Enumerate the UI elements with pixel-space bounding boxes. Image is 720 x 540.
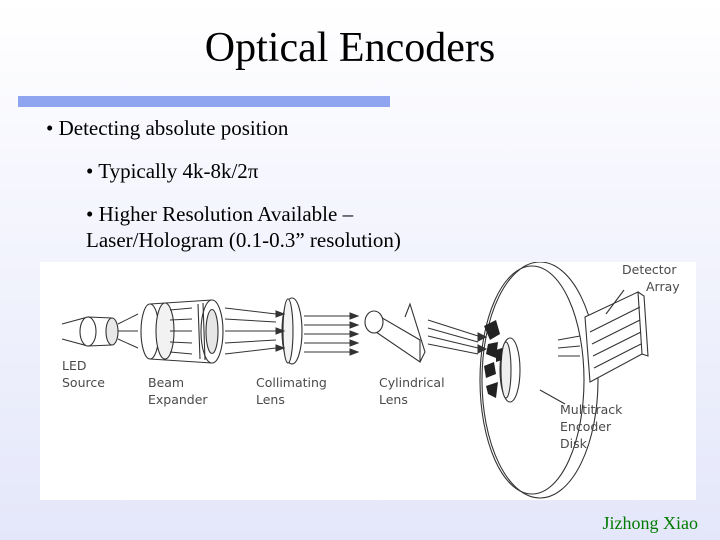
label-multitrack: Multitrack <box>560 402 623 417</box>
label-beam: Beam <box>148 375 184 390</box>
label-cylindrical: Cylindrical <box>379 375 445 390</box>
bullet-1: • Detecting absolute position <box>46 116 289 140</box>
label-array: Array <box>646 279 680 294</box>
beam-expander-shape <box>140 299 224 364</box>
bullet-3-line-1: • Higher Resolution Available – <box>86 202 354 226</box>
author-footer: Jizhong Xiao <box>602 513 698 533</box>
bullet-3-line-2: Laser/Hologram (0.1-0.3” resolution) <box>86 228 401 252</box>
slide-title: Optical Encoders <box>204 25 496 71</box>
label-detector: Detector <box>622 262 677 277</box>
collimating-lens-shape <box>281 297 303 365</box>
encoder-diagram-svg: LED Source Beam Expander Collimating Len… <box>61 262 680 499</box>
title-underline-bar <box>18 96 390 107</box>
label-cylindrical-lens: Lens <box>379 392 408 407</box>
bullet-2: • Typically 4k-8k/2π <box>86 159 259 183</box>
encoder-track-marks <box>484 320 502 398</box>
label-disk: Disk <box>560 436 588 451</box>
cylindrical-lens-shape <box>364 302 426 364</box>
label-expander: Expander <box>148 392 208 407</box>
bullet-3: • Higher Resolution Available – Laser/Ho… <box>86 201 401 253</box>
label-led: LED <box>62 358 87 373</box>
label-source: Source <box>62 375 105 390</box>
label-encoder: Encoder <box>560 419 612 434</box>
label-collimating: Collimating <box>256 375 327 390</box>
led-source-shape <box>61 316 119 347</box>
optical-encoder-diagram: LED Source Beam Expander Collimating Len… <box>40 262 696 500</box>
encoder-disk-shape <box>479 262 599 499</box>
detector-array-shape <box>584 291 649 383</box>
label-collimating-lens: Lens <box>256 392 285 407</box>
